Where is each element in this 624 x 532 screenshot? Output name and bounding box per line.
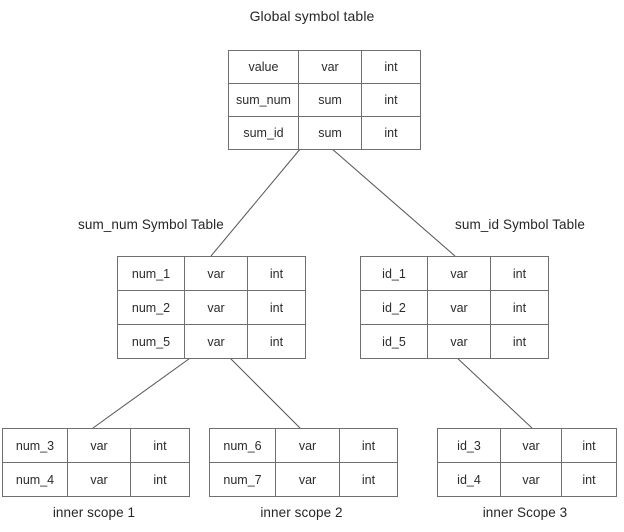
table-row: num_5 var int — [117, 324, 306, 359]
cell-kind: var — [184, 256, 248, 291]
cell-type: int — [361, 50, 421, 84]
cell-name: id_3 — [437, 428, 501, 463]
inner-scope-1-label: inner scope 1 — [52, 505, 136, 520]
edge-sum-num-to-inner-2 — [227, 355, 301, 429]
cell-name: num_4 — [2, 462, 68, 497]
cell-name: num_6 — [209, 428, 276, 463]
cell-kind: var — [298, 50, 362, 84]
cell-type: int — [130, 428, 190, 463]
cell-name: sum_id — [228, 116, 299, 150]
table-row: id_1 var int — [360, 256, 549, 291]
cell-type: int — [247, 256, 306, 291]
table-row: num_2 var int — [117, 290, 306, 325]
cell-kind: var — [500, 462, 562, 497]
diagram-title: Global symbol table — [249, 8, 375, 24]
cell-kind: var — [275, 428, 340, 463]
cell-kind: var — [184, 290, 248, 325]
table-row: num_6 var int — [209, 428, 398, 463]
cell-kind: var — [427, 324, 491, 359]
sum-id-symbol-table: id_1 var int id_2 var int id_5 var int — [360, 256, 549, 359]
inner-scope-2-label: inner scope 2 — [260, 505, 343, 520]
sum-num-table-label: sum_num Symbol Table — [78, 217, 224, 232]
cell-type: int — [130, 462, 190, 497]
cell-type: int — [247, 290, 306, 325]
cell-name: num_3 — [2, 428, 68, 463]
inner-scope-1-table: num_3 var int num_4 var int — [2, 428, 190, 497]
cell-type: int — [339, 428, 398, 463]
cell-name: num_7 — [209, 462, 276, 497]
cell-name: id_2 — [360, 290, 428, 325]
cell-kind: var — [500, 428, 562, 463]
table-row: id_5 var int — [360, 324, 549, 359]
cell-type: int — [490, 256, 549, 291]
cell-name: id_4 — [437, 462, 501, 497]
cell-type: int — [561, 428, 617, 463]
cell-type: int — [247, 324, 306, 359]
cell-kind: var — [427, 256, 491, 291]
inner-scope-2-table: num_6 var int num_7 var int — [209, 428, 398, 497]
cell-kind: var — [275, 462, 340, 497]
global-symbol-table: value var int sum_num sum int sum_id sum… — [228, 50, 421, 150]
edge-sum-id-to-inner-3 — [454, 355, 533, 429]
table-row: num_1 var int — [117, 256, 306, 291]
cell-kind: var — [427, 290, 491, 325]
table-row: num_3 var int — [2, 428, 190, 463]
edge-global-to-sum-id — [330, 147, 456, 257]
sum-num-symbol-table: num_1 var int num_2 var int num_5 var in… — [117, 256, 306, 359]
table-row: num_7 var int — [209, 462, 398, 497]
cell-type: int — [339, 462, 398, 497]
cell-name: num_2 — [117, 290, 185, 325]
edge-global-to-sum-num — [210, 147, 302, 257]
cell-name: num_1 — [117, 256, 185, 291]
cell-name: value — [228, 50, 299, 84]
cell-type: int — [490, 290, 549, 325]
cell-type: int — [490, 324, 549, 359]
cell-kind: var — [67, 462, 131, 497]
cell-type: int — [561, 462, 617, 497]
cell-kind: sum — [298, 116, 362, 150]
table-row: id_3 var int — [437, 428, 617, 463]
table-row: id_2 var int — [360, 290, 549, 325]
edge-sum-num-to-inner-1 — [92, 355, 194, 429]
table-row: sum_num sum int — [228, 83, 421, 117]
table-row: num_4 var int — [2, 462, 190, 497]
table-row: id_4 var int — [437, 462, 617, 497]
cell-kind: var — [184, 324, 248, 359]
inner-scope-3-label: inner Scope 3 — [482, 505, 568, 520]
inner-scope-3-table: id_3 var int id_4 var int — [437, 428, 617, 497]
cell-type: int — [361, 116, 421, 150]
cell-name: id_5 — [360, 324, 428, 359]
cell-kind: var — [67, 428, 131, 463]
cell-name: sum_num — [228, 83, 299, 117]
table-row: value var int — [228, 50, 421, 84]
cell-type: int — [361, 83, 421, 117]
cell-kind: sum — [298, 83, 362, 117]
sum-id-table-label: sum_id Symbol Table — [455, 217, 585, 232]
cell-name: id_1 — [360, 256, 428, 291]
table-row: sum_id sum int — [228, 116, 421, 150]
cell-name: num_5 — [117, 324, 185, 359]
